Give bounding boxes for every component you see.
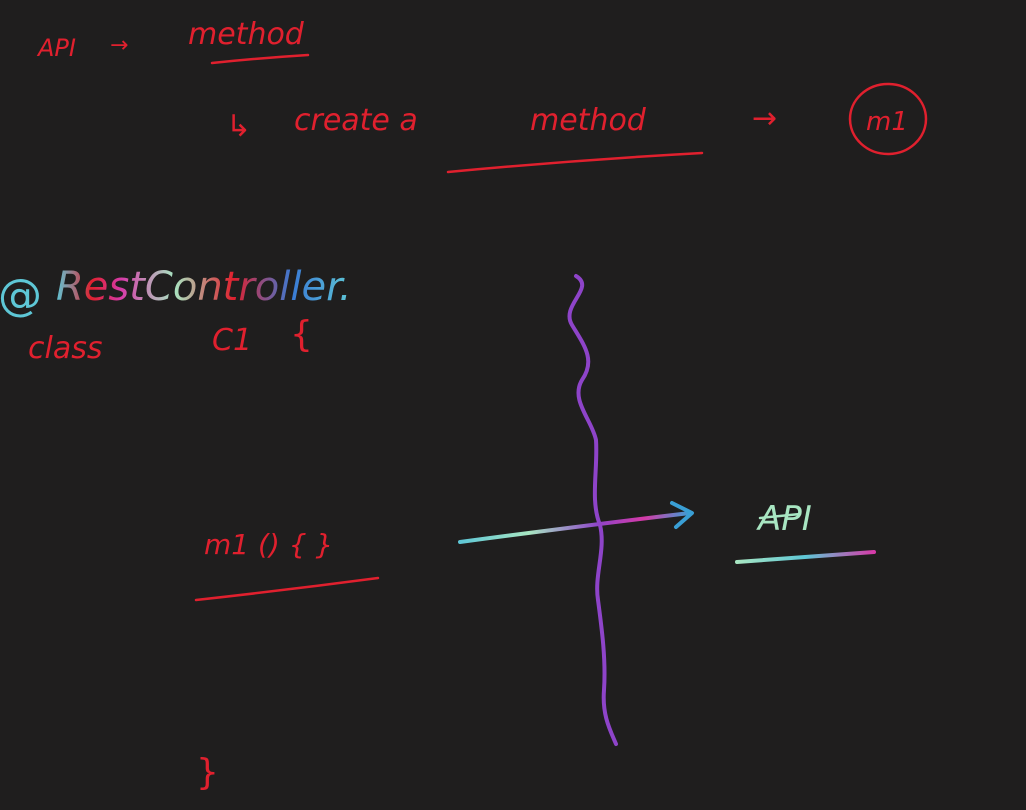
method-word-2: method xyxy=(530,103,647,138)
method-word: method xyxy=(188,17,305,52)
api-label-2: API xyxy=(756,499,812,539)
class-name: C1 xyxy=(212,323,252,358)
api-label: API xyxy=(36,34,76,62)
m1-circle xyxy=(848,82,928,156)
annotation-name: RestController. xyxy=(56,264,352,310)
open-brace: { xyxy=(290,314,313,355)
create-a-text: create a xyxy=(294,103,418,138)
wavy-boundary-line xyxy=(567,274,618,746)
arrow-1: → xyxy=(110,33,128,58)
close-brace: } xyxy=(196,752,219,793)
request-arrow xyxy=(458,511,692,544)
method-underline xyxy=(210,53,310,65)
method-signature-underline xyxy=(194,576,380,602)
m1-circle-label: m1 xyxy=(866,107,908,137)
method-signature: m1 () { } xyxy=(204,528,333,561)
class-keyword: class xyxy=(28,331,102,366)
hook-arrow: ↳ xyxy=(226,109,251,144)
api-underline xyxy=(735,550,876,564)
api-label-2-strike xyxy=(758,512,802,520)
method-underline-2 xyxy=(446,151,704,174)
arrow-2: → xyxy=(752,101,777,136)
at-symbol: @ xyxy=(0,270,42,321)
request-arrow-head xyxy=(670,501,694,529)
